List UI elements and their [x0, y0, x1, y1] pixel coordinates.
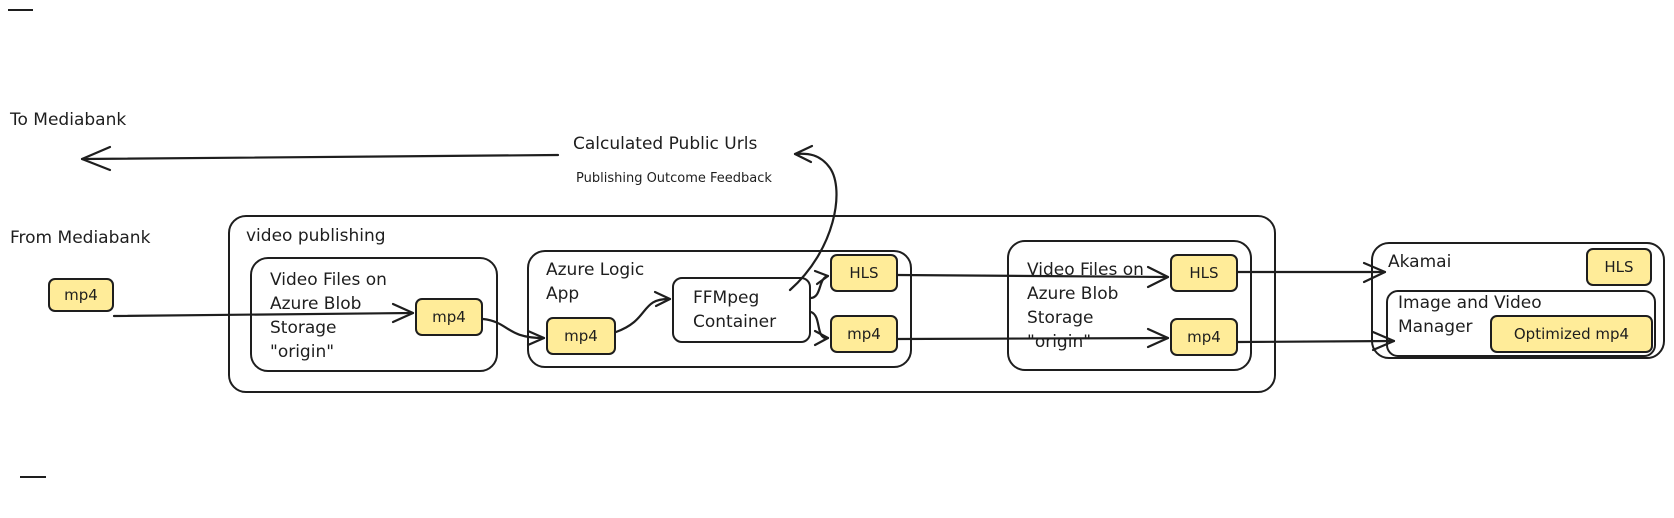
- storage-mp4-to-ivm-arrow: [1236, 339, 1396, 344]
- akamai-container: [1371, 242, 1665, 359]
- logic-app-out-mp4-chip[interactable]: mp4: [830, 315, 898, 353]
- from-mediabank-label: From Mediabank: [10, 228, 151, 248]
- mp4-to-storage-arrow: [896, 336, 1170, 341]
- to-mediabank-arrowhead: [80, 145, 112, 172]
- source-to-origin-arrowhead: [391, 302, 415, 324]
- video-publishing-title: video publishing: [246, 226, 386, 246]
- publishing-feedback-label: Publishing Outcome Feedback: [576, 171, 772, 186]
- mp4-to-storage-arrowhead: [1146, 327, 1170, 349]
- ffmpeg-to-hls-arrowhead: [813, 269, 830, 286]
- to-mediabank-label: To Mediabank: [10, 110, 127, 130]
- image-video-manager-box: [1386, 290, 1656, 357]
- source-to-origin-arrow: [112, 311, 415, 318]
- feedback-curve-arrow: [788, 152, 838, 292]
- storage-mp4-to-ivm-arrowhead: [1371, 330, 1396, 352]
- origin-to-logicapp-arrow: [481, 317, 546, 340]
- corner-marker-bottom: [20, 476, 46, 478]
- origin-mp4-chip[interactable]: mp4: [415, 298, 483, 336]
- to-mediabank-arrow: [80, 153, 560, 161]
- logic-app-box: [527, 250, 912, 368]
- hls-to-storage-arrowhead: [1146, 265, 1170, 289]
- akamai-title: Akamai: [1388, 252, 1452, 272]
- ffmpeg-to-hls-arrow: [809, 274, 830, 300]
- video-publishing-container: [228, 215, 1276, 393]
- logic-app-mp4-chip[interactable]: mp4: [546, 317, 616, 355]
- image-video-manager-label: Image and Video Manager: [1398, 293, 1542, 337]
- origin-to-logicapp-arrowhead: [526, 329, 546, 347]
- hls-to-storage-arrow: [896, 273, 1170, 279]
- logic-app-hls-chip[interactable]: HLS: [830, 254, 898, 292]
- ffmpeg-container-box[interactable]: [672, 277, 811, 343]
- akamai-hls-chip[interactable]: HLS: [1586, 248, 1652, 286]
- output-storage-label: Video Files on Azure Blob Storage "origi…: [1027, 260, 1144, 352]
- logic-app-label: Azure Logic App: [546, 260, 645, 304]
- logicapp-to-ffmpeg-arrowhead: [653, 290, 672, 308]
- source-mp4-chip[interactable]: mp4: [48, 278, 114, 312]
- origin-storage-label: Video Files on Azure Blob Storage "origi…: [270, 270, 387, 362]
- logicapp-to-ffmpeg-arrow: [614, 297, 672, 334]
- calculated-urls-label: Calculated Public Urls: [573, 134, 758, 154]
- output-storage-box: [1007, 240, 1252, 371]
- optimized-mp4-chip[interactable]: Optimized mp4: [1490, 315, 1653, 353]
- storage-hls-to-akamai-arrowhead: [1362, 261, 1387, 284]
- output-storage-hls-chip[interactable]: HLS: [1170, 254, 1238, 292]
- corner-marker-top: [8, 9, 33, 11]
- ffmpeg-to-mp4-arrowhead: [813, 329, 830, 347]
- output-storage-mp4-chip[interactable]: mp4: [1170, 318, 1238, 356]
- ffmpeg-container-label: FFMpeg Container: [693, 288, 777, 332]
- feedback-curve-arrowhead: [793, 144, 814, 164]
